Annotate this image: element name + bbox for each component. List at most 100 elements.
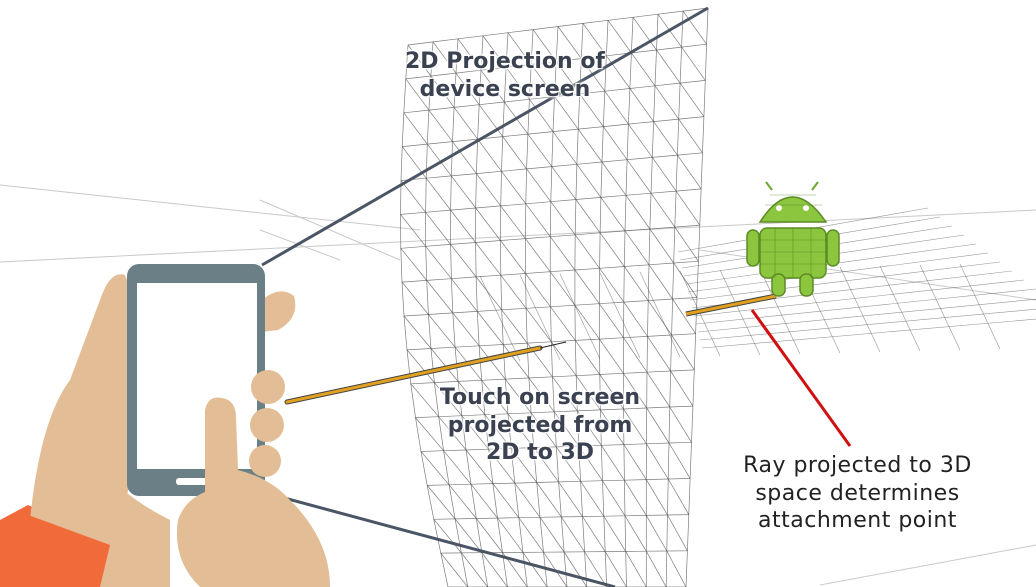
mesh-diagonal-line — [652, 157, 677, 192]
mesh-diagonal-line — [477, 138, 502, 172]
mesh-diagonal-line — [507, 32, 532, 65]
mesh-diagonal-line — [667, 514, 688, 551]
mesh-diagonal-line — [443, 450, 472, 485]
mesh-diagonal-line — [539, 517, 565, 553]
mesh-diagonal-line — [672, 298, 696, 334]
mesh-diagonal-line — [574, 234, 600, 269]
mesh-diagonal-line — [582, 516, 606, 552]
mesh-diagonal-line — [553, 411, 580, 447]
mesh-diagonal-line — [457, 38, 482, 71]
mesh-diagonal-line — [507, 413, 534, 448]
mesh-diagonal-line — [582, 23, 607, 57]
mesh-diagonal-line — [549, 271, 576, 306]
mesh-diagonal-line — [502, 136, 527, 170]
mesh-diagonal-line — [584, 551, 607, 587]
mesh-diagonal-line — [428, 314, 456, 348]
mesh-diagonal-line — [454, 518, 483, 553]
mesh-diagonal-line — [530, 412, 557, 448]
mesh-diagonal-line — [530, 64, 555, 97]
mesh-diagonal-line — [679, 82, 705, 117]
mesh-diagonal-line — [465, 449, 494, 484]
mesh-diagonal-line — [603, 516, 626, 552]
mesh-diagonal-line — [624, 230, 650, 266]
mesh-diagonal-line — [650, 192, 676, 228]
ray-label-line-2: space determines — [755, 480, 960, 506]
attachment-pointer-line — [750, 309, 852, 447]
mesh-diagonal-line — [606, 55, 631, 89]
mesh-diagonal-line — [457, 381, 486, 415]
mesh-diagonal-line — [529, 99, 554, 132]
mesh-diagonal-line — [667, 478, 690, 515]
mesh-diagonal-line — [526, 168, 552, 202]
mesh-diagonal-line — [426, 280, 454, 314]
ground-mesh — [479, 207, 1036, 362]
mesh-diagonal-line — [533, 447, 559, 483]
mesh-diagonal-line — [543, 552, 568, 587]
mesh-diagonal-line — [481, 552, 508, 587]
mesh-diagonal-line — [647, 336, 671, 372]
mesh-diagonal-line — [475, 276, 502, 311]
mesh-diagonal-line — [481, 380, 509, 415]
mesh-diagonal-line — [646, 443, 669, 480]
mesh-diagonal-line — [577, 410, 602, 446]
mesh-diagonal-line — [623, 301, 648, 337]
mesh-diagonal-line — [563, 551, 588, 587]
ground-grid-line — [519, 274, 561, 361]
hand-holding-phone-icon — [0, 264, 330, 587]
mesh-diagonal-line — [522, 552, 548, 587]
mesh-diagonal-line — [532, 29, 557, 62]
mesh-diagonal-line — [451, 278, 478, 312]
mesh-diagonal-line — [581, 58, 606, 92]
ground-grid-line — [879, 265, 921, 352]
mesh-diagonal-line — [500, 274, 527, 309]
mesh-diagonal-line — [624, 515, 647, 552]
mesh-diagonal-line — [604, 90, 629, 125]
mesh-diagonal-line — [430, 348, 459, 382]
mesh-diagonal-line — [400, 214, 426, 247]
mesh-diagonal-line — [452, 141, 477, 174]
mesh-diagonal-line — [525, 238, 551, 272]
mesh-diagonal-line — [629, 88, 654, 122]
mesh-diagonal-line — [645, 479, 668, 516]
ground-grid-line — [639, 271, 681, 358]
mesh-diagonal-line — [500, 240, 526, 274]
mesh-diagonal-line — [625, 551, 647, 587]
mesh-diagonal-line — [558, 481, 583, 517]
mesh-diagonal-line — [624, 266, 649, 301]
mesh-diagonal-line — [476, 518, 503, 553]
touch-label: Touch on screen projected from 2D to 3D — [420, 384, 660, 467]
ground-grid-line — [599, 272, 641, 359]
mesh-diagonal-line — [432, 41, 457, 74]
mesh-diagonal-line — [675, 190, 701, 226]
mesh-diagonal-line — [427, 143, 452, 177]
mesh-diagonal-line — [666, 550, 687, 587]
projection-label: 2D Projection of device screen — [395, 48, 615, 103]
mesh-diagonal-line — [410, 383, 439, 417]
mesh-diagonal-line — [476, 173, 501, 207]
mesh-diagonal-line — [607, 20, 632, 54]
mesh-diagonal-line — [504, 101, 529, 135]
ground-grid-line — [479, 275, 521, 362]
mesh-diagonal-line — [401, 146, 427, 179]
touch-label-line-2: projected from — [447, 412, 633, 438]
ray-label-line-1: Ray projected to 3D — [743, 453, 972, 478]
mesh-diagonal-line — [434, 382, 463, 416]
mesh-diagonal-line — [552, 376, 578, 412]
mesh-diagonal-line — [461, 415, 489, 450]
touch-label-line-3: 2D to 3D — [485, 440, 595, 465]
mesh-diagonal-line — [626, 159, 652, 194]
mesh-diagonal-line — [645, 515, 668, 552]
mesh-diagonal-line — [401, 281, 429, 315]
mesh-diagonal-line — [677, 154, 702, 190]
mesh-diagonal-line — [430, 75, 455, 108]
mesh-diagonal-line — [518, 517, 544, 553]
ray-label: Ray projected to 3D space determines att… — [720, 452, 995, 535]
mesh-diagonal-line — [623, 373, 647, 409]
mesh-diagonal-line — [674, 226, 699, 262]
mesh-diagonal-line — [500, 205, 526, 239]
mesh-diagonal-line — [604, 551, 627, 587]
mesh-diagonal-line — [451, 175, 476, 209]
mesh-diagonal-line — [426, 485, 456, 520]
mesh-diagonal-line — [406, 349, 435, 383]
